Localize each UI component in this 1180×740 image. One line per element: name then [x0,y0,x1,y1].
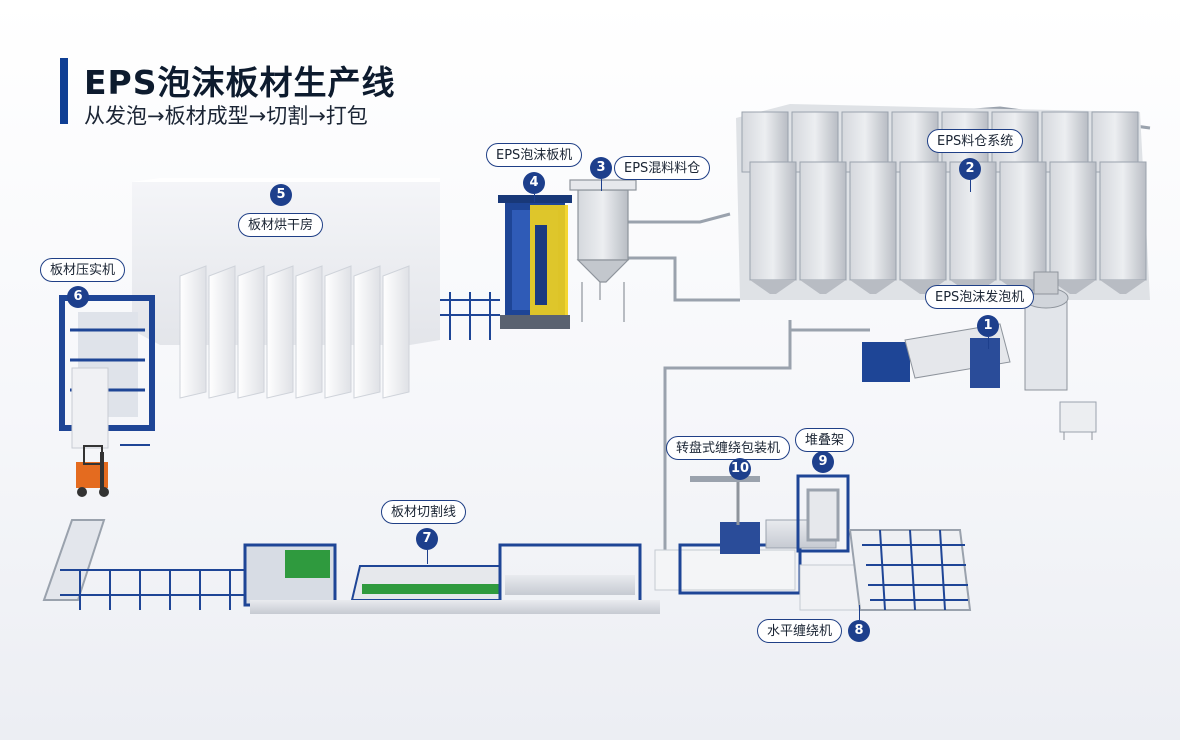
title-accent-bar [60,58,68,124]
station-7-pointer [427,550,428,564]
stacking-frame-art [796,474,850,553]
compactor-art [59,295,155,449]
station-1-badge: 1 [977,315,999,337]
station-3-pointer [601,179,602,191]
station-7-label: 板材切割线 [381,500,467,524]
station-1-label: EPS泡沫发泡机 [925,285,1035,309]
station-1-pointer [988,337,989,349]
station-8-pointer [859,605,860,620]
silo-system-art [736,104,1150,300]
station-5-badge: 5 [270,184,292,206]
board-machine-art [440,195,572,340]
silo-unit [1049,161,1097,294]
drying-room-panel [295,265,323,399]
station-4-label: EPS泡沫板机 [486,143,583,167]
silo-unit [749,161,797,294]
station-10-badge: 10 [729,458,751,480]
station-8-label: 水平缠绕机 [757,619,843,643]
silo-unit [949,161,997,294]
drying-room-panel [179,265,207,399]
silo-unit [799,161,847,294]
station-8-badge: 8 [848,620,870,642]
silo-unit [849,161,897,294]
station-3-badge: 3 [590,157,612,179]
pre-expander-art [862,271,1097,440]
station-4-badge: 4 [523,172,545,194]
station-6-label: 板材压实机 [40,258,126,282]
silo-unit [1099,161,1147,294]
cutting-line-art [243,543,660,614]
station-10-label: 转盘式缠绕包装机 [666,436,791,460]
drying-room-panel [324,265,352,399]
drying-room-panel [353,265,381,399]
forklift-art [76,445,109,497]
drying-room-panel [208,265,236,399]
station-6-badge: 6 [67,286,89,308]
page-subtitle: 从发泡→板材成型→切割→打包 [84,104,368,128]
silo-unit [899,161,947,294]
drying-room-panel [266,265,294,399]
station-2-badge: 2 [959,158,981,180]
station-5-label: 板材烘干房 [238,213,324,237]
page-title: EPS泡沫板材生产线 [84,63,396,102]
drying-room-panel [237,265,265,399]
station-3-label: EPS混料料仓 [614,156,711,180]
output-conveyor-art [848,529,972,611]
station-7-badge: 7 [416,528,438,550]
station-9-badge: 9 [812,451,834,473]
mixing-silo-art [569,179,637,322]
drying-room-art [132,178,440,399]
station-4-pointer [534,194,535,202]
feed-conveyor-art [42,519,250,610]
drying-room-panel [382,265,410,399]
station-2-pointer [970,180,971,192]
station-9-label: 堆叠架 [795,428,855,452]
station-2-label: EPS料仓系统 [927,129,1024,153]
